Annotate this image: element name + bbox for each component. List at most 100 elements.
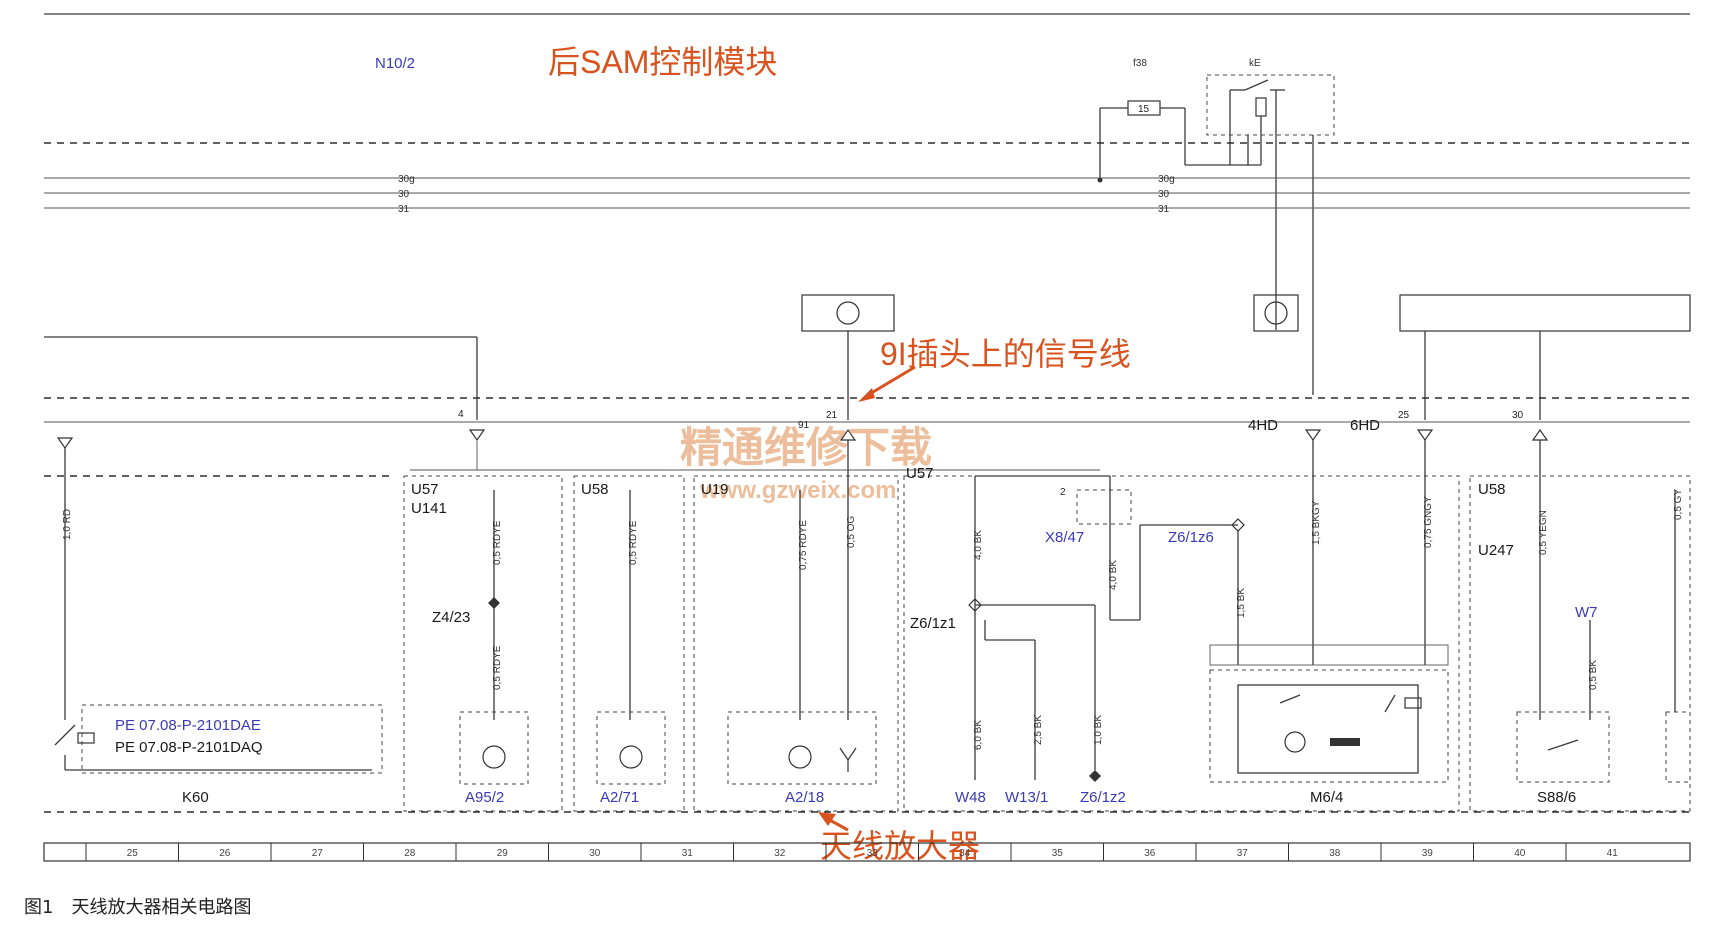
variant-box-u57 <box>403 475 563 812</box>
wire-4bk-left: 4,0 BK <box>973 530 984 560</box>
wire-a2-18-og: 0,5 OG <box>846 516 857 548</box>
node-x8-47: X8/47 <box>1045 529 1084 546</box>
module-id: N10/2 <box>375 55 415 72</box>
wire-1bk: 1,0 BK <box>1093 715 1104 745</box>
variant-box-u57b <box>903 475 1460 812</box>
node-z6-1z1: Z6/1z1 <box>910 615 956 632</box>
grid-label: 32 <box>774 848 786 859</box>
a95-2-box <box>459 711 529 785</box>
module-box-right <box>1399 294 1691 332</box>
watermark-cn: 精通维修下载 <box>680 424 932 471</box>
a2-71-box <box>596 711 666 785</box>
wire-a2-18-rdye: 0,75 RDYE <box>798 520 809 570</box>
component-z6-1z2: Z6/1z2 <box>1080 789 1126 806</box>
m6-4-inner <box>1237 684 1419 774</box>
transistor-icon <box>836 301 860 325</box>
wire-4bk-right: 4,0 BK <box>1108 560 1119 590</box>
variant-label-u57b: U57 <box>906 465 934 482</box>
component-a2-18: A2/18 <box>785 789 824 806</box>
component-k60: K60 <box>182 789 209 806</box>
variant-label-u247: U247 <box>1478 542 1514 559</box>
variant-label-u19: U19 <box>701 481 729 498</box>
fuse-id: f38 <box>1133 58 1147 69</box>
x8-47-box <box>1076 489 1132 525</box>
wire-1-5bk: 1,5 BK <box>1236 588 1247 618</box>
m6-4-header <box>1209 644 1449 666</box>
variant-box-u19 <box>693 475 899 812</box>
transistor-box-4hd <box>1253 294 1299 332</box>
grid-label: 26 <box>219 848 231 859</box>
wire-1-0rd: 1,0 RD <box>62 509 73 540</box>
grid-label: 30 <box>589 848 601 859</box>
variant-label-u57: U57 <box>411 481 439 498</box>
wire-6bk: 6,0 BK <box>973 720 984 750</box>
m6-4-box <box>1209 669 1449 783</box>
coil-icon <box>1330 738 1360 746</box>
bus-label-30g-right: 30g <box>1158 174 1175 185</box>
connector-6hd: 6HD <box>1350 417 1380 434</box>
wire-0-5yegn: 0,5 YEGN <box>1538 510 1549 555</box>
figure-caption: 图1 天线放大器相关电路图 <box>24 897 252 918</box>
fuse-value: 15 <box>1138 104 1150 115</box>
transistor-icon <box>1264 301 1288 325</box>
bus-label-31-right: 31 <box>1158 204 1170 215</box>
pin-2: 2 <box>1060 487 1066 498</box>
module-title: 后SAM控制模块 <box>548 44 777 80</box>
connector-4: 4 <box>458 409 464 420</box>
grid-label: 40 <box>1514 848 1526 859</box>
ref-pe-dae: PE 07.08-P-2101DAE <box>115 717 261 734</box>
watermark-url: www.gzweix.com <box>699 477 897 504</box>
relay-id: kE <box>1249 58 1261 69</box>
component-a2-71: A2/71 <box>600 789 639 806</box>
variant-label-u58b: U58 <box>1478 481 1506 498</box>
transistor-icon <box>788 745 812 769</box>
variant-box-u58 <box>573 475 685 812</box>
wire-a2-71: 0,5 RDYE <box>628 520 639 565</box>
bus-label-30: 30 <box>398 189 410 200</box>
grid-ruler <box>43 842 1691 862</box>
wire-1-5bkgy: 1,5 BKGY <box>1311 500 1322 545</box>
bus-label-30g: 30g <box>398 174 415 185</box>
transistor-icon <box>619 745 643 769</box>
wire-2-5bk: 2,5 BK <box>1033 715 1044 745</box>
transistor-icon <box>482 745 506 769</box>
signal-annotation: 9I插头上的信号线 <box>880 336 1131 372</box>
node-w7: W7 <box>1575 604 1598 621</box>
grid-label: 39 <box>1422 848 1434 859</box>
grid-label: 35 <box>1052 848 1064 859</box>
node-z6-1z6: Z6/1z6 <box>1168 529 1214 546</box>
edge-box <box>1665 711 1691 783</box>
motor-icon <box>1284 731 1306 753</box>
transistor-box-91 <box>801 294 895 332</box>
grid-label: 27 <box>312 848 324 859</box>
variant-label-u141: U141 <box>411 500 447 517</box>
component-w48: W48 <box>955 789 986 806</box>
ref-pe-daq: PE 07.08-P-2101DAQ <box>115 739 263 756</box>
node-z4-23: Z4/23 <box>432 609 470 626</box>
wire-a95-top: 0,5 RDYE <box>492 520 503 565</box>
amplifier-annotation: 天线放大器 <box>820 828 980 864</box>
component-a95-2: A95/2 <box>465 789 504 806</box>
grid-label: 41 <box>1607 848 1619 859</box>
grid-label: 38 <box>1329 848 1341 859</box>
grid-label: 31 <box>682 848 694 859</box>
connector-25: 25 <box>1398 410 1410 421</box>
relay-box <box>1206 74 1335 136</box>
bus-label-31: 31 <box>398 204 410 215</box>
component-s88-6: S88/6 <box>1537 789 1576 806</box>
bus-label-30-right: 30 <box>1158 189 1170 200</box>
antenna-icon <box>839 747 857 772</box>
wire-a95-bottom: 0,5 RDYE <box>492 645 503 690</box>
grid-label: 29 <box>497 848 509 859</box>
component-w13-1: W13/1 <box>1005 789 1048 806</box>
connector-91: 91 <box>798 420 810 431</box>
connector-21: 21 <box>826 410 838 421</box>
wire-0-75gngy: 0,75 GNGY <box>1423 496 1434 548</box>
s88-6-box <box>1516 711 1610 783</box>
wire-0-5gy: 0,5 GY <box>1673 489 1684 520</box>
variant-label-u58: U58 <box>581 481 609 498</box>
variant-box-u58b <box>1469 475 1691 812</box>
grid-label: 34 <box>959 848 971 859</box>
